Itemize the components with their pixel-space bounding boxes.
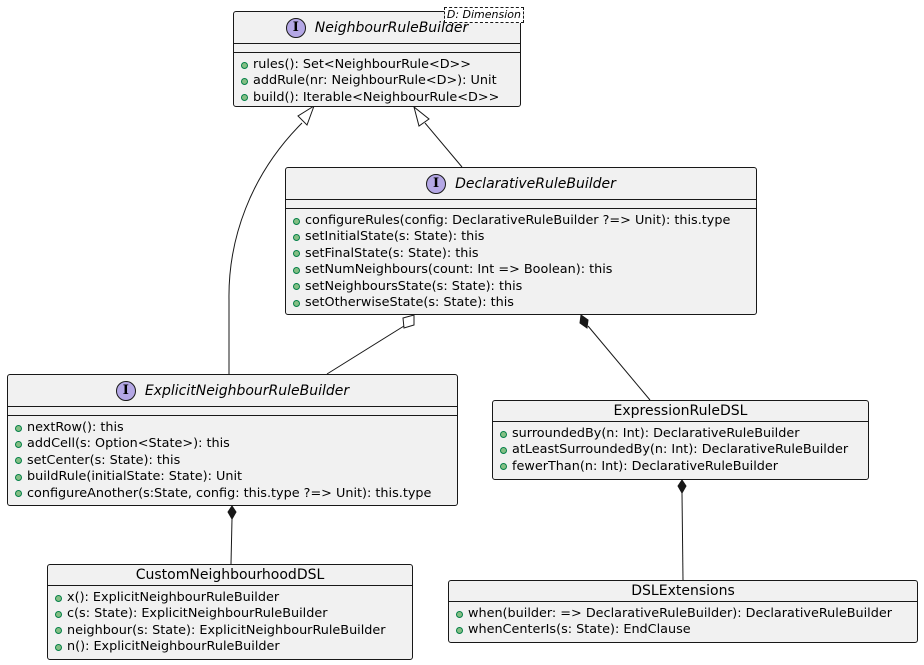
method-item: addCell(s: Option<State>): this: [8, 436, 457, 452]
method-item: setInitialState(s: State): this: [286, 229, 756, 245]
public-method-icon: [293, 234, 300, 242]
method-item: setNeighboursState(s: State): this: [286, 279, 756, 295]
public-method-icon: [55, 643, 62, 651]
public-method-icon: [293, 283, 300, 291]
generalization-arrowhead: [297, 104, 315, 126]
public-method-icon: [293, 299, 300, 307]
method-item: n(): ExplicitNeighbourRuleBuilder: [48, 639, 412, 655]
aggregation-diamond: [402, 314, 415, 329]
public-method-icon: [15, 473, 22, 481]
public-method-icon: [500, 463, 507, 471]
public-method-icon: [15, 457, 22, 465]
public-method-icon: [456, 610, 463, 618]
method-list: surroundedBy(n: Int): DeclarativeRuleBui…: [493, 422, 868, 475]
public-method-icon: [55, 594, 62, 602]
fields-separator: [8, 407, 457, 416]
explicit-neighbour-rule-builder-interface[interactable]: I ExplicitNeighbourRuleBuilder nextRow()…: [7, 374, 458, 506]
expression-rule-dsl-class[interactable]: ExpressionRuleDSL surroundedBy(n: Int): …: [492, 400, 869, 480]
method-item: nextRow(): this: [8, 420, 457, 436]
type-parameter: D: Dimension: [443, 7, 524, 23]
public-method-icon: [55, 611, 62, 619]
edge-custom-composes-explicit: [230, 518, 233, 565]
composition-diamond: [677, 479, 687, 495]
method-item: setCenter(s: State): this: [8, 453, 457, 469]
edge-explicit-extends-neighbour: [228, 122, 303, 374]
method-item: when(builder: => DeclarativeRuleBuilder)…: [449, 606, 917, 622]
class-name: ExplicitNeighbourRuleBuilder: [144, 382, 350, 399]
public-method-icon: [241, 78, 248, 86]
method-item: setNumNeighbours(count: Int => Boolean):…: [286, 262, 756, 278]
public-method-icon: [293, 217, 300, 225]
class-header: I ExplicitNeighbourRuleBuilder: [8, 375, 457, 407]
neighbour-rule-builder-interface[interactable]: I NeighbourRuleBuilder D: Dimension rule…: [233, 7, 524, 107]
class-header: I NeighbourRuleBuilder D: Dimension: [234, 7, 524, 44]
method-item: rules(): Set<NeighbourRule<D>>: [234, 57, 520, 73]
edge-dslextensions-composes-expression: [681, 492, 684, 581]
interface-badge-icon: I: [285, 17, 306, 38]
method-item: setOtherwiseState(s: State): this: [286, 295, 756, 311]
method-list: nextRow(): this addCell(s: Option<State>…: [8, 416, 457, 502]
method-item: c(s: State): ExplicitNeighbourRuleBuilde…: [48, 606, 412, 622]
declarative-rule-builder-interface[interactable]: I DeclarativeRuleBuilder configureRules(…: [285, 167, 757, 315]
public-method-icon: [456, 627, 463, 635]
composition-diamond: [227, 505, 237, 521]
custom-neighbourhood-dsl-class[interactable]: CustomNeighbourhoodDSL x(): ExplicitNeig…: [47, 564, 413, 660]
class-name: ExpressionRuleDSL: [613, 403, 748, 419]
method-list: x(): ExplicitNeighbourRuleBuilder c(s: S…: [48, 586, 412, 656]
edge-expression-composes-declarative: [587, 325, 651, 401]
interface-badge-icon: I: [426, 173, 447, 194]
public-method-icon: [241, 61, 248, 69]
public-method-icon: [55, 627, 62, 635]
fields-separator: [234, 44, 520, 53]
composition-diamond: [579, 314, 589, 329]
method-item: whenCenterIs(s: State): EndClause: [449, 622, 917, 638]
dsl-extensions-class[interactable]: DSLExtensions when(builder: => Declarati…: [448, 580, 918, 643]
method-item: setFinalState(s: State): this: [286, 246, 756, 262]
method-item: fewerThan(n: Int): DeclarativeRuleBuilde…: [493, 459, 868, 475]
method-list: when(builder: => DeclarativeRuleBuilder)…: [449, 602, 917, 639]
class-header: CustomNeighbourhoodDSL: [48, 565, 412, 586]
method-item: buildRule(initialState: State): Unit: [8, 469, 457, 485]
method-item: configureAnother(s:State, config: this.t…: [8, 486, 457, 502]
public-method-icon: [241, 94, 248, 102]
public-method-icon: [293, 266, 300, 274]
method-item: atLeastSurroundedBy(n: Int): Declarative…: [493, 442, 868, 458]
class-name: NeighbourRuleBuilder: [314, 19, 469, 36]
generalization-arrowhead: [413, 105, 430, 127]
method-list: configureRules(config: DeclarativeRuleBu…: [286, 209, 756, 311]
public-method-icon: [15, 424, 22, 432]
class-name: DSLExtensions: [631, 583, 735, 599]
method-item: configureRules(config: DeclarativeRuleBu…: [286, 213, 756, 229]
public-method-icon: [15, 490, 22, 498]
edge-declarative-extends-neighbour: [424, 122, 463, 168]
public-method-icon: [500, 447, 507, 455]
interface-badge-icon: I: [115, 380, 136, 401]
method-item: build(): Iterable<NeighbourRule<D>>: [234, 90, 520, 106]
class-header: I DeclarativeRuleBuilder: [286, 168, 756, 200]
method-item: addRule(nr: NeighbourRule<D>): Unit: [234, 73, 520, 89]
class-name: CustomNeighbourhoodDSL: [135, 567, 325, 583]
class-name: DeclarativeRuleBuilder: [455, 175, 616, 192]
class-header: ExpressionRuleDSL: [493, 401, 868, 422]
public-method-icon: [500, 430, 507, 438]
method-item: neighbour(s: State): ExplicitNeighbourRu…: [48, 623, 412, 639]
edge-explicit-aggregates-declarative: [326, 325, 405, 375]
class-header: DSLExtensions: [449, 581, 917, 602]
method-list: rules(): Set<NeighbourRule<D>> addRule(n…: [234, 53, 520, 106]
fields-separator: [286, 200, 756, 209]
method-item: surroundedBy(n: Int): DeclarativeRuleBui…: [493, 426, 868, 442]
method-item: x(): ExplicitNeighbourRuleBuilder: [48, 590, 412, 606]
public-method-icon: [15, 441, 22, 449]
public-method-icon: [293, 250, 300, 258]
